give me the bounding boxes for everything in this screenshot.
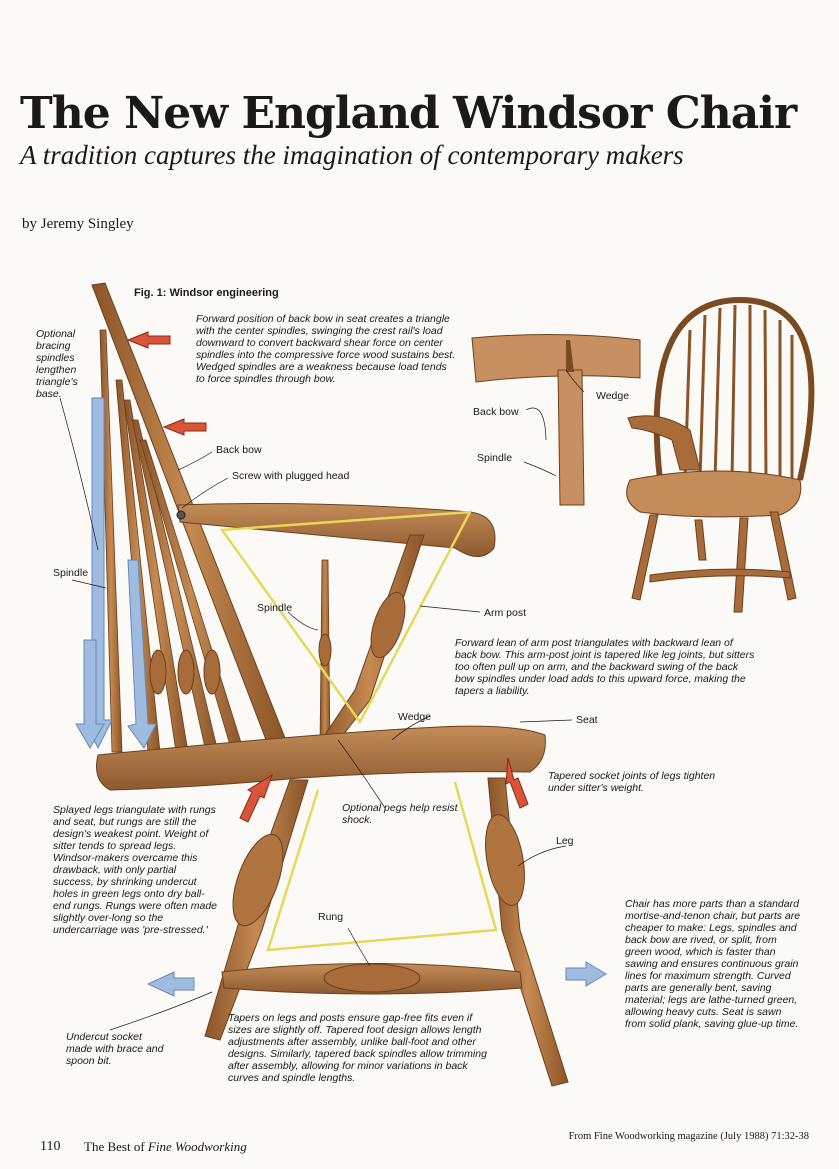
label-spindle-mid: Spindle	[257, 602, 293, 614]
author-byline: by Jeremy Singley	[22, 216, 134, 232]
full-windsor-chair-inset	[626, 296, 815, 613]
note-parts: Chair has more parts than a standard mor…	[625, 898, 801, 1030]
page-subtitle: A tradition captures the imagination of …	[20, 140, 684, 170]
label-inset-wedge: Wedge	[596, 390, 630, 402]
label-wedge: Wedge	[398, 711, 432, 723]
label-rung: Rung	[318, 911, 344, 923]
page-title: The New England Windsor Chair	[20, 88, 797, 139]
note-tapers: Tapers on legs and posts ensure gap-free…	[228, 1012, 487, 1084]
back-spindle	[99, 329, 123, 753]
label-inset-back-bow: Back bow	[473, 406, 519, 418]
figure-caption: Fig. 1: Windsor engineering	[134, 287, 279, 299]
note-undercut-socket: Undercut socket made with brace and spoo…	[66, 1031, 164, 1067]
label-spindle-left: Spindle	[53, 567, 89, 579]
note-forward-bow: Forward position of back bow in seat cre…	[196, 313, 456, 385]
seat-plank	[96, 725, 546, 791]
book-title: The Best of Fine Woodworking	[84, 1139, 247, 1154]
label-seat: Seat	[576, 714, 598, 726]
label-screw: Screw with plugged head	[232, 470, 350, 482]
note-splayed-legs: Splayed legs triangulate with rungs and …	[53, 804, 218, 936]
note-bracing-spindles: Optional bracing spindles lengthen trian…	[36, 328, 78, 400]
label-arm-post: Arm post	[484, 607, 527, 619]
page-number: 110	[40, 1139, 61, 1154]
label-inset-spindle: Spindle	[477, 452, 513, 464]
label-leg: Leg	[556, 835, 574, 847]
note-optional-pegs: Optional pegs help resist shock.	[342, 802, 458, 826]
label-back-bow: Back bow	[216, 444, 262, 456]
inset-back-bow	[471, 333, 641, 383]
inset-spindle	[557, 369, 585, 506]
note-arm-post: Forward lean of arm post triangulates wi…	[455, 637, 755, 697]
note-tapered-socket: Tapered socket joints of legs tighten un…	[548, 770, 716, 794]
source-credit: From Fine Woodworking magazine (July 198…	[568, 1131, 809, 1142]
